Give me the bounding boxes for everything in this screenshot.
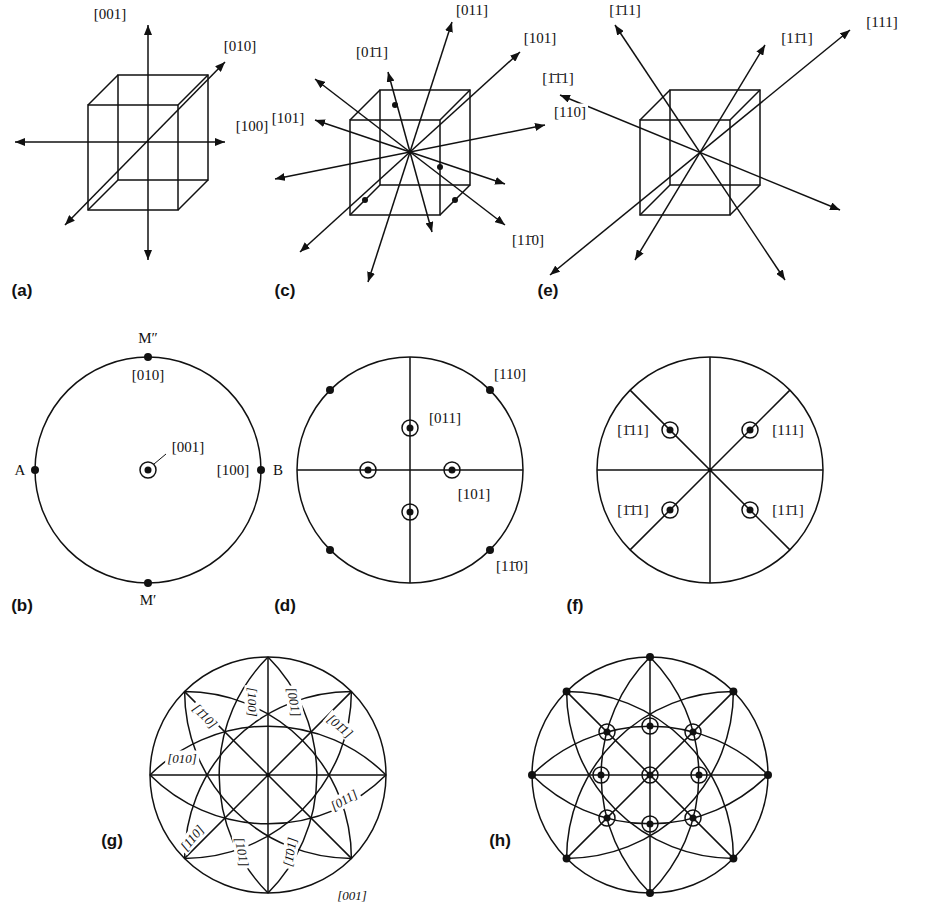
direction-label: [11̄0] [494,558,530,575]
direction-label: [100] [234,118,271,135]
direction-label: [11̄0] [510,232,546,249]
panel-letter: (d) [272,596,298,615]
direction-label: [110] [176,821,208,856]
direction-label: [001] [92,6,129,23]
direction-label: [1̄01] [280,834,301,870]
panel-letter: (h) [487,831,513,850]
panel-letter: (g) [99,831,125,850]
direction-label: [001] [170,439,207,456]
direction-label: [1̄11] [607,2,642,19]
direction-label: [110] [552,104,588,121]
direction-label: [011] [427,410,463,427]
panel-letter: (c) [273,281,298,300]
direction-label: M″ [136,330,160,347]
direction-label: [101] [456,486,493,503]
panel-letter: (e) [536,281,561,300]
direction-label: A [13,462,28,479]
direction-label: [100] [215,462,252,479]
direction-label: [1̄11] [615,422,650,439]
panel-letter: (a) [10,281,35,300]
direction-label: [01̄1] [323,710,358,742]
direction-label: [111] [770,422,805,439]
direction-label: [011] [454,2,490,19]
direction-label: [101] [270,110,307,127]
direction-label: [101] [232,834,253,870]
direction-label: [010] [130,367,167,384]
direction-label: B [271,462,285,479]
direction-label: [11̄1] [779,30,814,47]
direction-label: [111] [864,14,899,31]
direction-label: [1̄1̄1] [540,70,575,87]
direction-label: [110] [492,366,528,383]
direction-label: [100] [245,685,260,719]
direction-label: [010] [222,38,259,55]
direction-label: M′ [138,592,159,609]
direction-label: [01̄1] [354,44,390,61]
direction-label: [011] [326,785,362,814]
direction-label: [010] [165,751,199,766]
direction-label: [1̄10] [188,699,222,733]
direction-label: [1̄1̄1] [615,502,650,519]
panel-letter: (b) [9,596,35,615]
direction-label: [001] [335,888,369,903]
direction-label: [001] [284,684,305,720]
direction-label: [101] [522,30,559,47]
panel-letter: (f) [565,596,586,615]
direction-label: [11̄1] [770,502,805,519]
